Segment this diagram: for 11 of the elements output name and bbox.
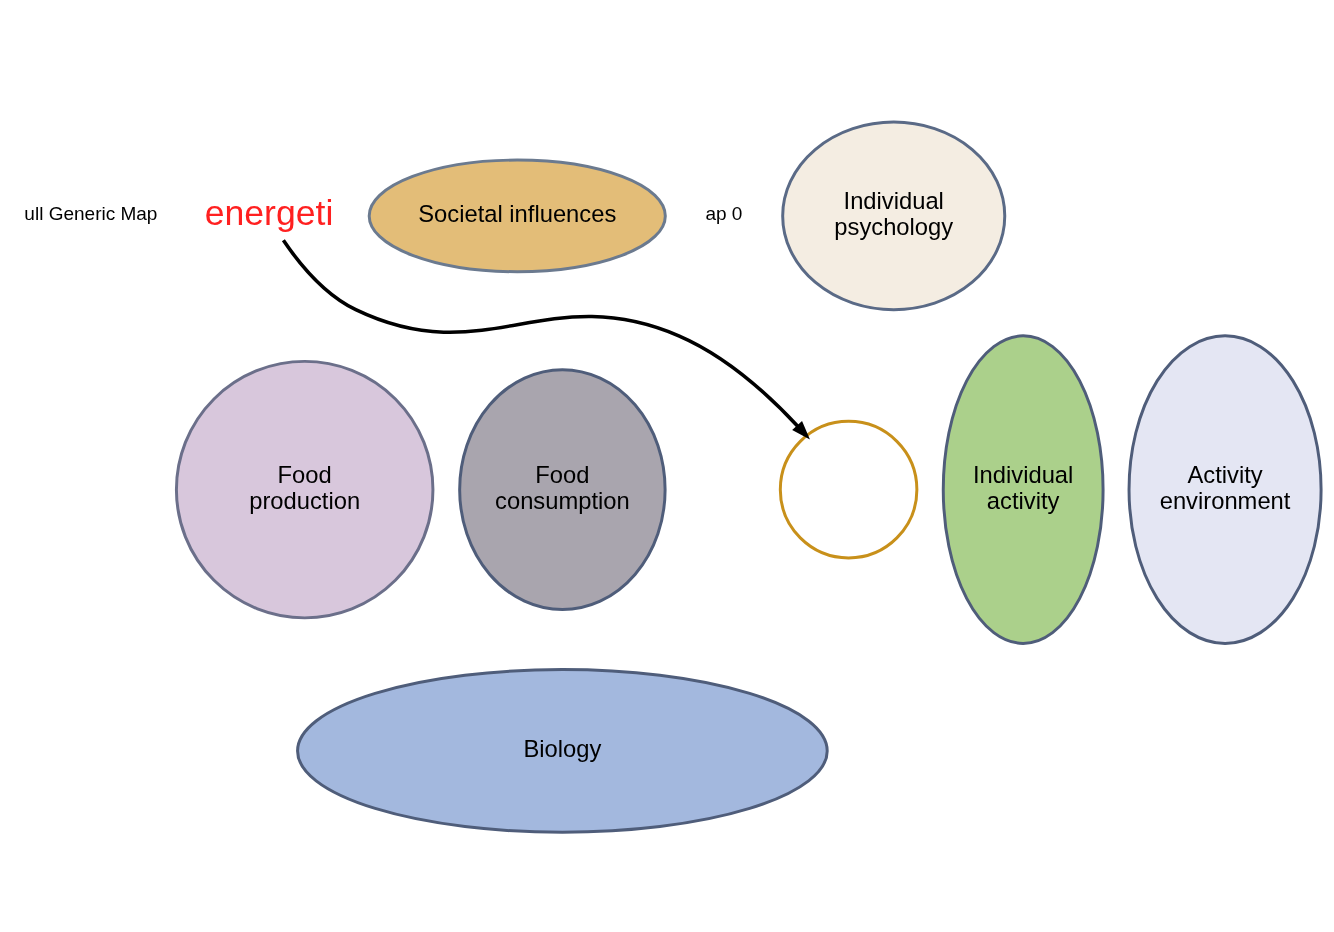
node-ellipse: Activity environment — [1127, 333, 1323, 645]
node-ellipse: Individual activity — [941, 333, 1105, 645]
node-ellipse: Societal influences — [367, 158, 667, 273]
node-ellipse: Food consumption — [458, 367, 667, 611]
node-ellipse: Individual psychology — [781, 120, 1007, 311]
label: ull Generic Map — [24, 202, 158, 224]
arrow — [281, 238, 810, 440]
label: ap 0 — [705, 202, 743, 224]
node-ellipse: Biology — [296, 667, 829, 834]
node-circle: Food production — [174, 359, 435, 619]
node-text: energeti — [204, 192, 334, 233]
